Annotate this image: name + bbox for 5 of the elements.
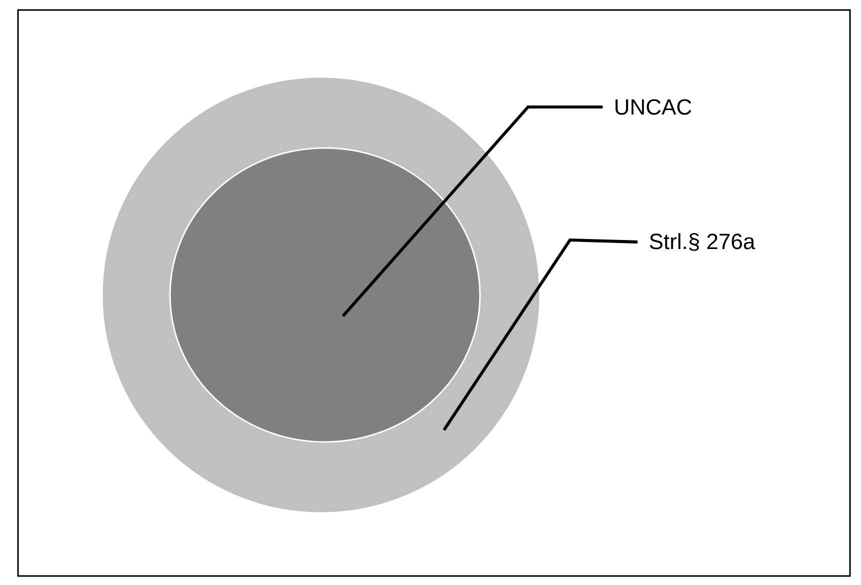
- label-text: Strl.§ 276a: [650, 233, 756, 251]
- inner-circle: [169, 147, 481, 443]
- label-text: UNCAC: [616, 99, 692, 115]
- leader-line: [342, 106, 603, 317]
- leader-line: [442, 238, 638, 431]
